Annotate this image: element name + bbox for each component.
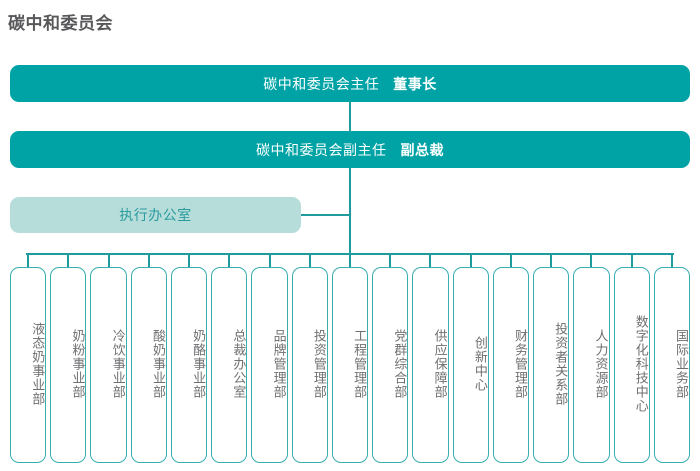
department-label: 奶酪事业部 [191, 328, 207, 399]
connector-chairman-to-vice [349, 102, 351, 131]
department-box[interactable]: 党群综合部 [372, 267, 409, 463]
connector-leg [453, 253, 489, 268]
leadership-bar-chairman[interactable]: 碳中和委员会主任 董事长 [10, 65, 690, 102]
department-box[interactable]: 液态奶事业部 [10, 267, 47, 463]
department-label: 工程管理部 [352, 328, 368, 399]
connector-vice-to-bus [349, 168, 351, 254]
department-box[interactable]: 数字化科技中心 [613, 267, 650, 463]
department-box[interactable]: 人力资源部 [573, 267, 610, 463]
department-box[interactable]: 财务管理部 [492, 267, 530, 463]
executive-office-box[interactable]: 执行办公室 [10, 197, 301, 233]
leadership-role-label: 碳中和委员会副主任 [256, 141, 387, 158]
department-label: 总裁办公室 [231, 328, 247, 399]
department-box[interactable]: 冷饮事业部 [90, 267, 127, 463]
department-list: 液态奶事业部 奶粉事业部 冷饮事业部 酸奶事业部 奶酪事业部 总裁办公室 品牌管… [10, 267, 690, 463]
connector-executive-office [301, 214, 350, 216]
leadership-title-label: 董事长 [393, 75, 437, 92]
connector-leg [614, 253, 650, 268]
department-box[interactable]: 供应保障部 [412, 267, 449, 463]
connector-leg [50, 253, 86, 268]
leadership-title-label: 副总裁 [400, 141, 444, 158]
connector-leg [372, 253, 408, 268]
connector-leg [654, 253, 690, 268]
department-box[interactable]: 工程管理部 [331, 267, 369, 463]
department-label: 党群综合部 [392, 328, 408, 399]
department-label: 酸奶事业部 [150, 328, 166, 399]
department-label: 人力资源部 [593, 328, 609, 399]
department-label: 创新中心 [472, 335, 488, 392]
connector-leg [251, 253, 287, 268]
connector-leg [573, 253, 609, 268]
department-box[interactable]: 投资者关系部 [533, 267, 570, 463]
executive-office-label: 执行办公室 [119, 207, 192, 223]
department-box[interactable]: 奶粉事业部 [50, 267, 87, 463]
department-label: 奶粉事业部 [70, 328, 86, 399]
department-box[interactable]: 酸奶事业部 [130, 267, 167, 463]
connector-leg [10, 253, 46, 268]
connector-leg [131, 253, 167, 268]
connector-department-legs [10, 253, 690, 268]
department-box[interactable]: 总裁办公室 [211, 267, 248, 463]
connector-leg [211, 253, 247, 268]
department-label: 投资管理部 [311, 328, 327, 399]
department-label: 国际业务部 [673, 328, 689, 399]
department-label: 数字化科技中心 [633, 314, 649, 413]
connector-leg [493, 253, 529, 268]
department-label: 供应保障部 [432, 328, 448, 399]
connector-leg [412, 253, 448, 268]
connector-leg [171, 253, 207, 268]
connector-leg [533, 253, 569, 268]
leadership-bar-vice-chairman[interactable]: 碳中和委员会副主任 副总裁 [10, 131, 690, 168]
page-title: 碳中和委员会 [8, 14, 113, 33]
department-box[interactable]: 品牌管理部 [251, 267, 288, 463]
leadership-role-label: 碳中和委员会主任 [263, 75, 380, 92]
department-box[interactable]: 创新中心 [452, 267, 489, 463]
department-box[interactable]: 奶酪事业部 [170, 267, 208, 463]
department-box[interactable]: 投资管理部 [291, 267, 328, 463]
department-label: 财务管理部 [513, 328, 529, 399]
connector-leg [292, 253, 328, 268]
department-label: 投资者关系部 [553, 321, 569, 406]
department-label: 品牌管理部 [271, 328, 287, 399]
connector-leg [332, 253, 368, 268]
department-box[interactable]: 国际业务部 [653, 267, 690, 463]
department-label: 冷饮事业部 [110, 328, 126, 399]
connector-leg [90, 253, 126, 268]
department-label: 液态奶事业部 [30, 321, 46, 406]
